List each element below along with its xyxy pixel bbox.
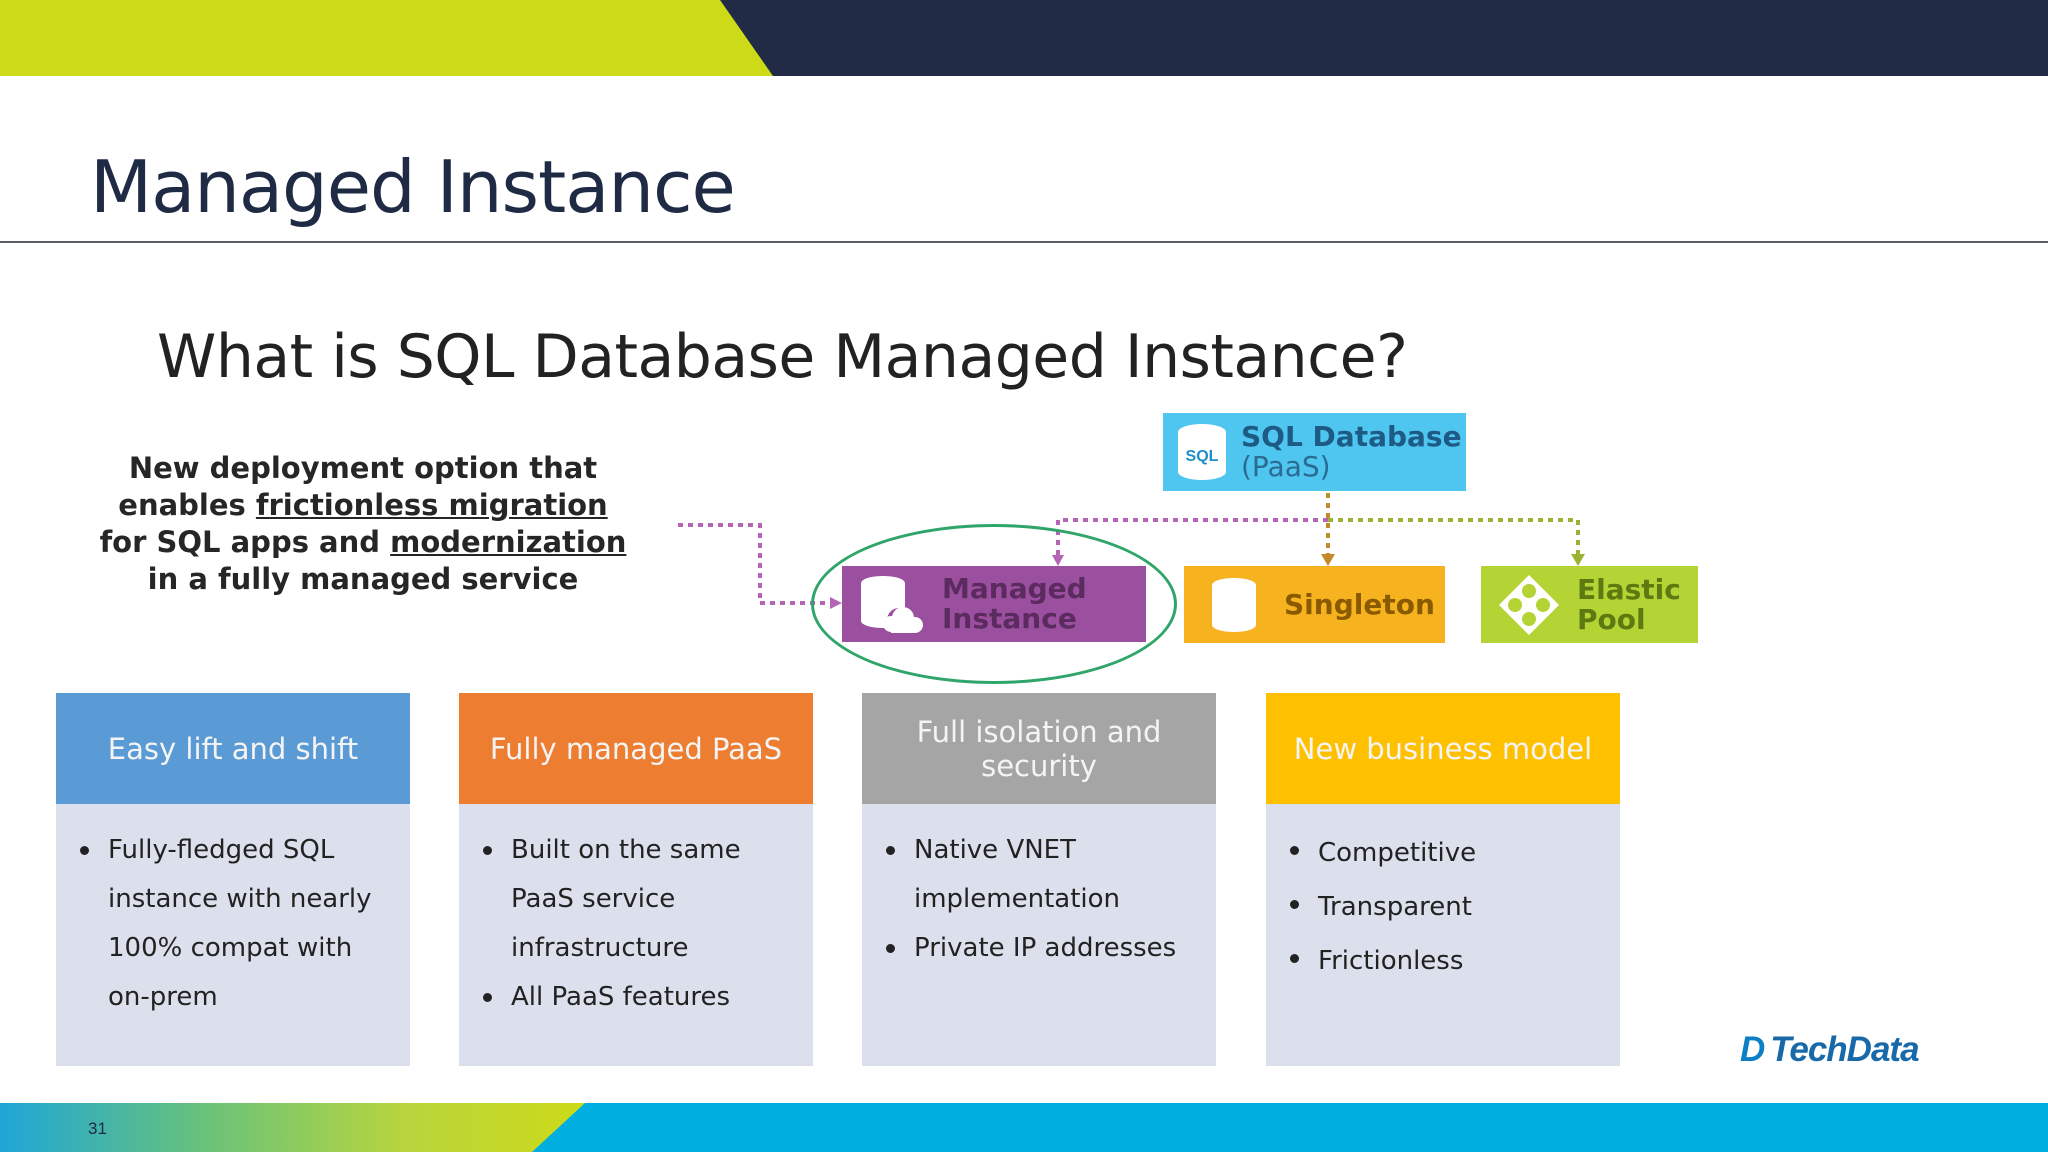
connector-arrow-icon — [1571, 554, 1585, 566]
list-item: Private IP addresses — [886, 924, 1196, 973]
connector-arrow-icon — [1321, 554, 1335, 566]
feature-column-body: Competitive Transparent Frictionless — [1266, 804, 1620, 1066]
list-item: instance with nearly — [108, 884, 372, 914]
svg-text:SQL: SQL — [1186, 448, 1219, 465]
list-item: on-prem — [108, 982, 218, 1012]
list-item: Competitive — [1290, 826, 1600, 880]
singleton-label: Singleton — [1284, 587, 1435, 621]
elastic-pool-label-line1: Elastic — [1577, 572, 1681, 606]
list-item: Fully-fledged SQL — [80, 826, 390, 875]
footer-band — [0, 1103, 2048, 1152]
singleton-box: Singleton — [1184, 566, 1445, 643]
sql-database-sublabel: (PaaS) — [1241, 450, 1331, 483]
list-item: infrastructure — [511, 933, 689, 963]
feature-column-header: Fully managed PaaS — [459, 693, 813, 804]
feature-column-isolation: Full isolation and security Native VNET … — [862, 693, 1216, 1066]
database-icon — [1184, 566, 1284, 643]
sql-database-icon: SQL — [1163, 413, 1241, 491]
feature-column-lift-shift: Easy lift and shift Fully-fledged SQL in… — [56, 693, 410, 1066]
feature-column-body: Built on the same PaaS service infrastru… — [459, 804, 813, 1066]
lead-text-part3: in a fully managed service — [147, 562, 579, 596]
list-item: PaaS service — [511, 884, 676, 914]
sql-to-pool-connector — [1328, 518, 1580, 558]
list-item: 100% compat with — [108, 933, 353, 963]
slide-title: Managed Instance — [90, 145, 736, 229]
lead-text-part1: New deployment option that enables — [118, 451, 598, 522]
feature-column-paas: Fully managed PaaS Built on the same Paa… — [459, 693, 813, 1066]
elastic-pool-box: Elastic Pool — [1481, 566, 1698, 643]
question-heading: What is SQL Database Managed Instance? — [157, 322, 1408, 392]
feature-column-body: Fully-fledged SQL instance with nearly 1… — [56, 804, 410, 1066]
elastic-pool-icon — [1481, 566, 1577, 643]
feature-column-business: New business model Competitive Transpare… — [1266, 693, 1620, 1066]
lead-link-modernization: modernization — [390, 525, 627, 559]
sql-database-box: SQL SQL Database (PaaS) — [1163, 413, 1466, 491]
sql-database-label: SQL Database — [1241, 420, 1462, 453]
list-item: All PaaS features — [483, 973, 793, 1022]
brand-mark-icon: D — [1740, 1030, 1765, 1069]
feature-column-header: Full isolation and security — [862, 693, 1216, 804]
sql-to-mi-connector — [1056, 518, 1328, 560]
lead-link-frictionless-migration: frictionless migration — [255, 488, 608, 522]
list-item: implementation — [914, 884, 1121, 914]
list-item: Frictionless — [1290, 934, 1600, 988]
header-band — [0, 0, 2048, 76]
brand-name: TechData — [1770, 1030, 1919, 1069]
list-item: Built on the same — [483, 826, 793, 875]
lead-text-part2: for SQL apps and — [99, 525, 391, 559]
feature-column-header: New business model — [1266, 693, 1620, 804]
feature-column-body: Native VNET implementation Private IP ad… — [862, 804, 1216, 1066]
feature-column-header: Easy lift and shift — [56, 693, 410, 804]
page-number: 31 — [88, 1119, 107, 1138]
title-divider — [0, 241, 2048, 243]
lead-to-mi-connector — [678, 523, 835, 605]
managed-instance-highlight — [811, 524, 1177, 684]
lead-text: New deployment option that enables frict… — [98, 450, 628, 598]
list-item: Transparent — [1290, 880, 1600, 934]
elastic-pool-label-line2: Pool — [1577, 602, 1646, 636]
list-item: Native VNET — [886, 826, 1196, 875]
